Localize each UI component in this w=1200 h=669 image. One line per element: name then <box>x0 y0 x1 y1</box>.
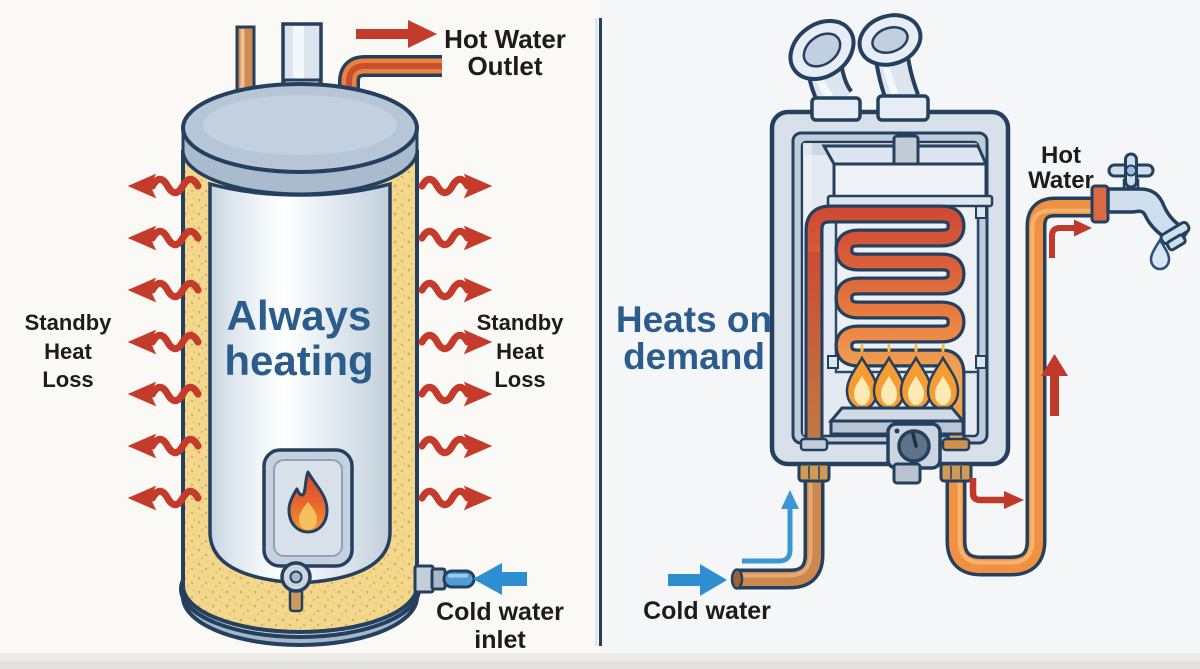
faucet-handle <box>1107 152 1155 189</box>
flame-icon <box>287 470 329 534</box>
drain-valve <box>280 561 312 613</box>
cold-water-supply-pipe <box>730 478 825 590</box>
heat-exchanger-coil <box>804 204 966 446</box>
burner-access-panel <box>262 448 354 568</box>
cold-water-flow-arrow-icon <box>473 563 527 595</box>
cold-water-inlet-fitting <box>413 564 476 594</box>
standby-heat-loss-label-left: Standby Heat Loss <box>24 310 112 393</box>
hot-water-delivery-pipe <box>945 196 1093 577</box>
hot-flow-faucet-arrow-icon <box>1049 219 1092 258</box>
exchanger-box-front <box>832 162 988 200</box>
cold-water-inlet-label: Cold water inlet <box>436 598 564 654</box>
burner-flame <box>926 344 960 419</box>
hot-water-label: Hot Water <box>1028 142 1094 195</box>
cold-water-label: Cold water <box>643 597 771 625</box>
vent-collar-right <box>876 94 930 122</box>
always-heating-heading: Always heating <box>224 292 374 384</box>
tank-water-heater <box>128 20 527 647</box>
pipe-union-nuts <box>797 462 973 483</box>
hot-water-outlet-label: Hot Water Outlet <box>444 24 566 82</box>
tank-body <box>179 82 421 647</box>
hot-flow-bend-arrow-icon <box>969 478 1024 509</box>
control-box <box>886 422 942 470</box>
heats-on-demand-heading: Heats on demand <box>615 299 773 377</box>
control-knob <box>897 429 931 463</box>
panel-divider <box>595 18 602 646</box>
floor-strip <box>0 653 1200 669</box>
faucet-icon <box>1090 152 1191 271</box>
cold-flow-bend-arrow-icon <box>742 490 799 564</box>
hot-flow-up-arrow-icon <box>1041 354 1068 416</box>
pipe-collar <box>941 437 971 452</box>
bottom-stub <box>892 462 922 485</box>
tankless-water-heater <box>668 13 1191 596</box>
burner-tray <box>827 406 967 423</box>
water-drop-icon <box>1149 237 1171 271</box>
vent-collar-left <box>810 96 862 122</box>
hot-water-flow-arrow-icon <box>356 20 437 48</box>
pipe-collar <box>799 437 829 452</box>
standby-heat-loss-label-right: Standby Heat Loss <box>476 310 564 393</box>
cold-flow-arrow-icon <box>668 564 727 596</box>
